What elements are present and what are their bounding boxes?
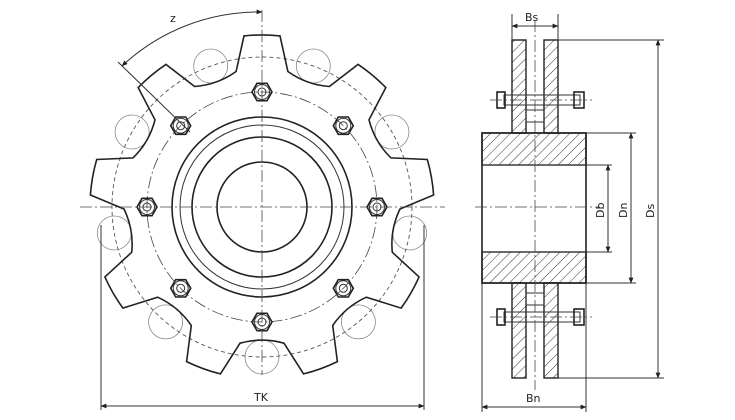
bolt-shank-end — [338, 283, 348, 293]
label-ds: Ds — [644, 204, 657, 218]
bolt-shank-end — [176, 121, 186, 131]
nut-washer — [172, 280, 189, 297]
bolt-nut — [332, 278, 355, 298]
plate-left-top — [511, 39, 527, 134]
plate-right-top — [543, 39, 559, 134]
label-db: Db — [594, 203, 607, 218]
hex-nut — [251, 312, 273, 332]
plate-left-bottom — [511, 282, 527, 379]
bolt-shank-end — [176, 283, 186, 293]
hex-nut — [169, 278, 192, 298]
plate-right-bottom — [543, 282, 559, 379]
bolt-shank-end — [338, 121, 348, 131]
chain-roller — [392, 215, 428, 251]
label-z: z — [170, 12, 176, 25]
hub-section-top — [481, 132, 587, 166]
hex-nut — [332, 278, 355, 298]
label-bs: Bs — [525, 11, 539, 24]
hex-nut — [332, 116, 355, 136]
hub-section-bottom — [481, 251, 587, 284]
nut-washer — [335, 280, 352, 297]
chain-roller — [114, 114, 150, 150]
label-bn: Bn — [526, 392, 541, 405]
tooth-angle-arc — [121, 9, 263, 67]
chain-roller — [374, 114, 410, 150]
chain-roller — [148, 304, 184, 340]
bolt-nut — [332, 116, 355, 136]
label-dn: Dn — [617, 203, 630, 218]
sprocket-outline — [89, 34, 435, 375]
bolt-nut — [169, 116, 192, 136]
side-view: Bs Bn Db Dn Ds — [475, 11, 664, 412]
nut-washer — [335, 117, 352, 134]
chain-roller — [340, 304, 376, 340]
nut-washer — [139, 199, 155, 215]
front-view: z TK — [80, 9, 445, 410]
hex-nut — [169, 116, 192, 136]
nut-washer — [172, 117, 189, 134]
tooth-angle-leader — [117, 61, 191, 133]
label-tk: TK — [253, 391, 269, 404]
hex-nut — [251, 82, 273, 102]
bolt-nut — [169, 278, 192, 298]
